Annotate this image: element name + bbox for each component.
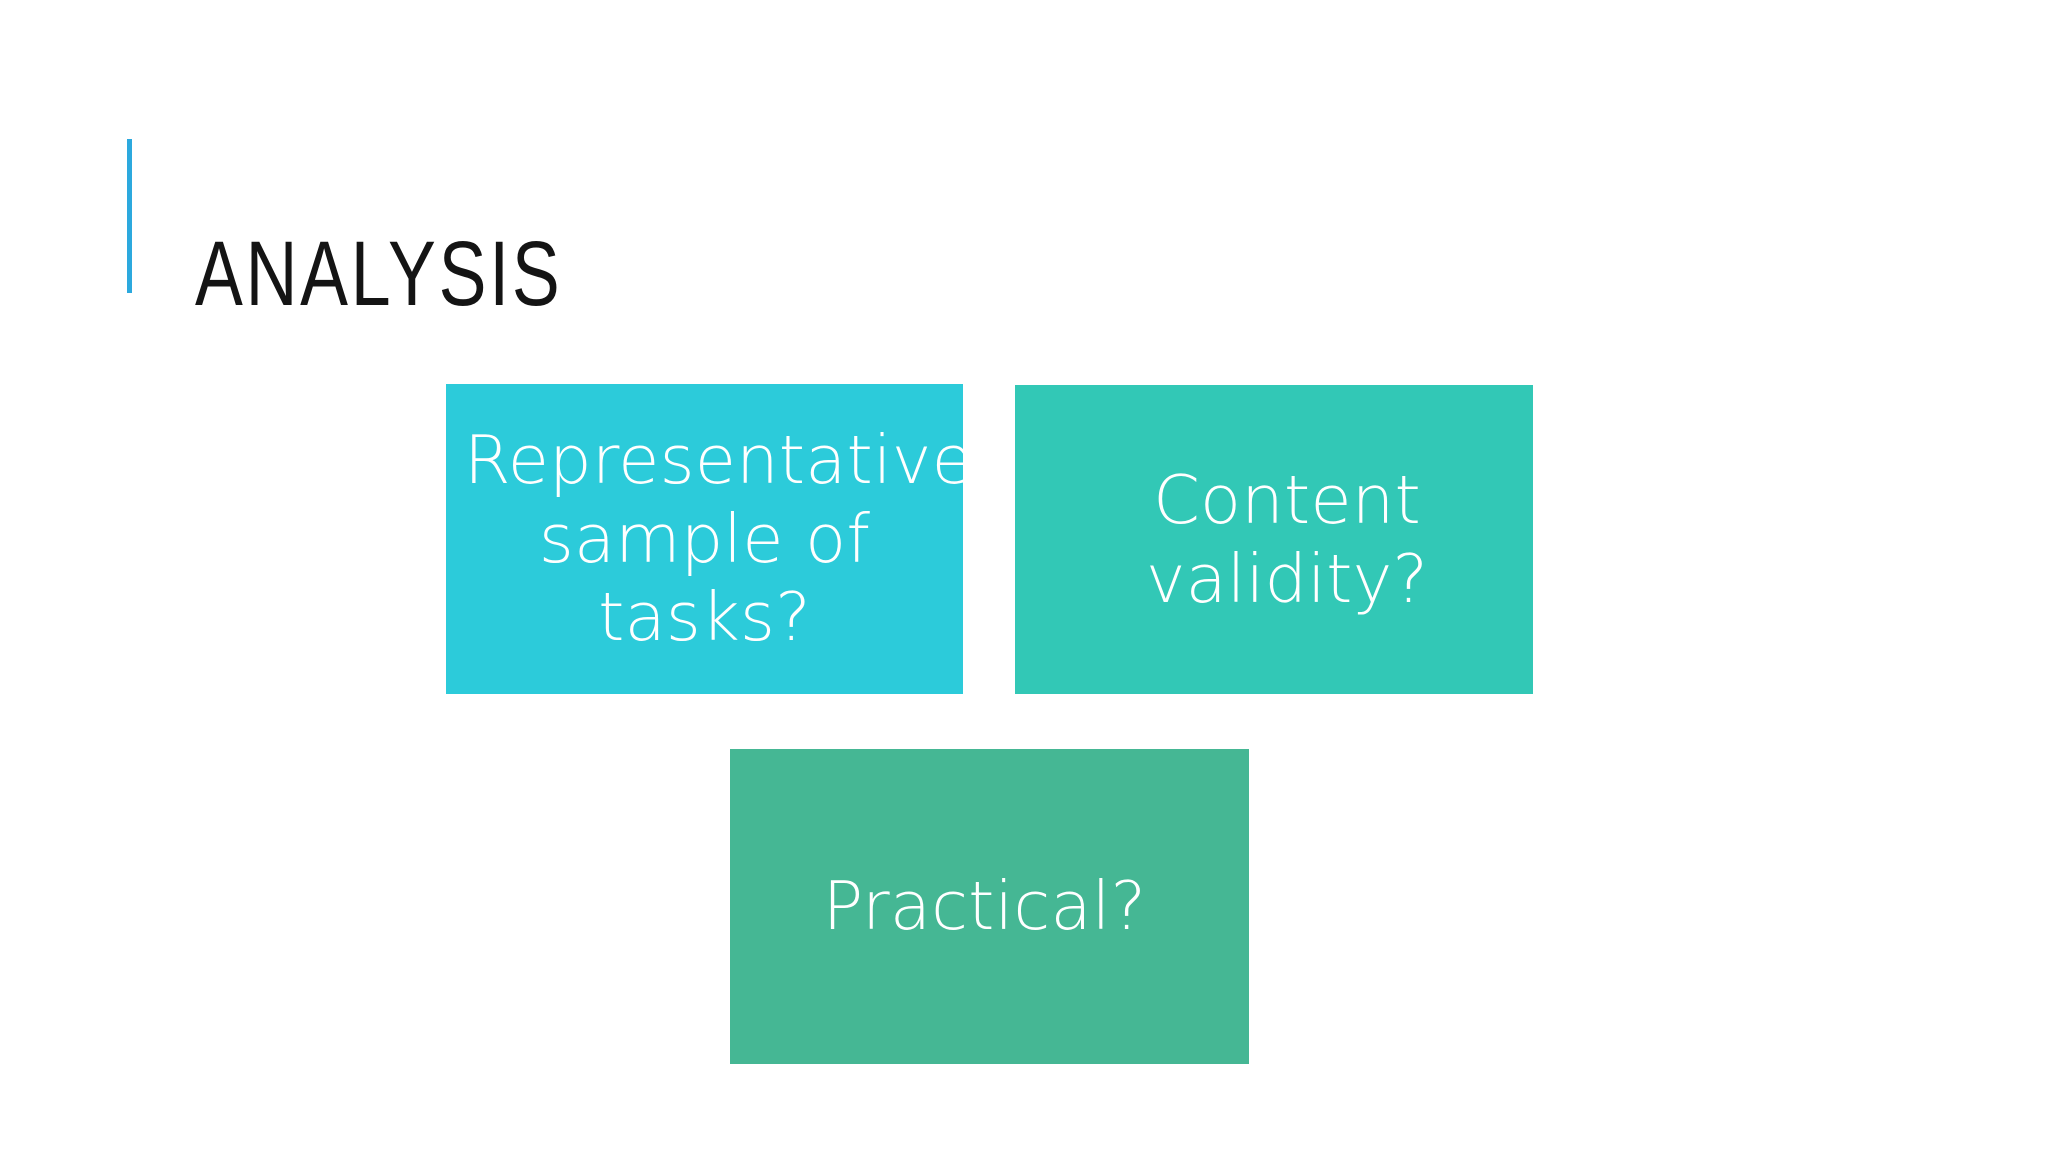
concept-box-practical[interactable]: Practical? — [730, 749, 1249, 1064]
concept-box-label: Content validity? — [1145, 461, 1429, 618]
concept-box-content-validity[interactable]: Content validity? — [1015, 385, 1533, 694]
title-accent-bar — [127, 139, 132, 293]
page-title: Analysis — [195, 222, 563, 325]
concept-box-label: Practical? — [822, 867, 1147, 946]
concept-box-representative-sample[interactable]: Representative sample of tasks? — [446, 384, 974, 694]
concept-box-label: Representative sample of tasks? — [464, 421, 974, 657]
